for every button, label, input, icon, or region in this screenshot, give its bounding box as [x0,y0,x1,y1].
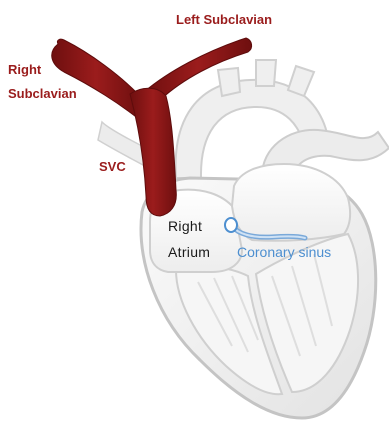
right-subclavian-vein [52,39,140,120]
right-subclavian-label-line1: Right [8,63,41,76]
coronary-sinus-ostium [225,218,237,232]
right-subclavian-label-line2: Subclavian [8,87,77,100]
right-atrium-label-line2: Atrium [168,245,210,259]
svc-label: SVC [99,160,126,173]
aortic-arch [176,80,330,178]
coronary-sinus-label: Coronary sinus [237,245,331,259]
right-atrium-label-line1: Right [168,219,202,233]
left-subclavian-label: Left Subclavian [176,13,272,26]
left-atrium-chamber [232,164,350,241]
